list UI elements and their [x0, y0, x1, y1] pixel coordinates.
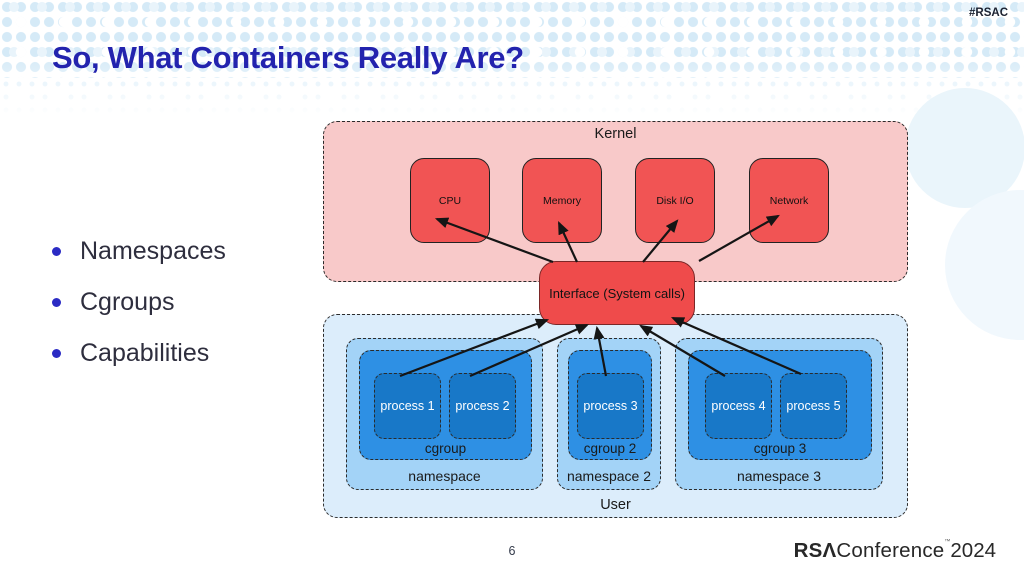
- resource-box-cpu: CPU: [410, 158, 490, 243]
- namespace-box-1: namespace cgroup process 1 process 2: [346, 338, 543, 490]
- logo-rsa-text: RSΛ: [793, 539, 837, 562]
- decorative-circle: [945, 190, 1024, 340]
- cgroup-label: cgroup: [424, 441, 467, 456]
- process-box-1: process 1: [374, 373, 441, 439]
- resource-box-network: Network: [749, 158, 829, 243]
- bullet-item-namespaces: Namespaces: [52, 236, 226, 266]
- namespace-label: namespace 3: [736, 468, 822, 484]
- bullet-dot: [52, 297, 61, 307]
- dot-pattern-fade: [0, 56, 1024, 116]
- hashtag-rsac: #RSAC: [969, 7, 1008, 19]
- page-title: So, What Containers Really Are?: [52, 40, 524, 75]
- namespace-label: namespace: [408, 468, 481, 484]
- process-box-4: process 4: [705, 373, 772, 439]
- bullet-dot: [52, 348, 61, 358]
- namespace-box-3: namespace 3 cgroup 3 process 4 process 5: [675, 338, 883, 490]
- namespace-label: namespace 2: [566, 468, 652, 484]
- logo-year-text: 2024: [950, 539, 996, 562]
- process-box-3: process 3: [577, 373, 644, 439]
- cgroup-box-1: cgroup process 1 process 2: [359, 350, 532, 460]
- resource-box-disk-io: Disk I/O: [635, 158, 715, 243]
- bullet-label: Namespaces: [80, 236, 226, 265]
- user-box: User namespace cgroup process 1 process …: [323, 314, 908, 518]
- interface-system-calls-box: Interface (System calls): [539, 261, 695, 325]
- cgroup-label: cgroup 3: [753, 441, 807, 456]
- bullet-item-cgroups: Cgroups: [52, 287, 226, 317]
- cgroup-label: cgroup 2: [583, 441, 637, 456]
- bullet-dot: [52, 246, 61, 256]
- bullet-label: Cgroups: [80, 287, 175, 316]
- resource-box-memory: Memory: [522, 158, 602, 243]
- cgroup-box-2: cgroup 2 process 3: [568, 350, 652, 460]
- kernel-box: Kernel CPU Memory Disk I/O Network: [323, 121, 908, 282]
- process-box-5: process 5: [780, 373, 847, 439]
- user-label: User: [600, 497, 631, 513]
- bullet-item-capabilities: Capabilities: [52, 338, 226, 368]
- bullet-list: Namespaces Cgroups Capabilities: [52, 236, 226, 389]
- logo-conference-text: Conference: [836, 539, 945, 562]
- decorative-circle: [905, 88, 1024, 208]
- kernel-label: Kernel: [594, 126, 637, 142]
- namespace-box-2: namespace 2 cgroup 2 process 3: [557, 338, 661, 490]
- rsa-conference-logo: RSΛConference™2024: [794, 539, 996, 563]
- process-box-2: process 2: [449, 373, 516, 439]
- logo-trademark: ™: [944, 539, 951, 545]
- bullet-label: Capabilities: [80, 338, 210, 367]
- cgroup-box-3: cgroup 3 process 4 process 5: [688, 350, 872, 460]
- page-number: 6: [508, 544, 516, 558]
